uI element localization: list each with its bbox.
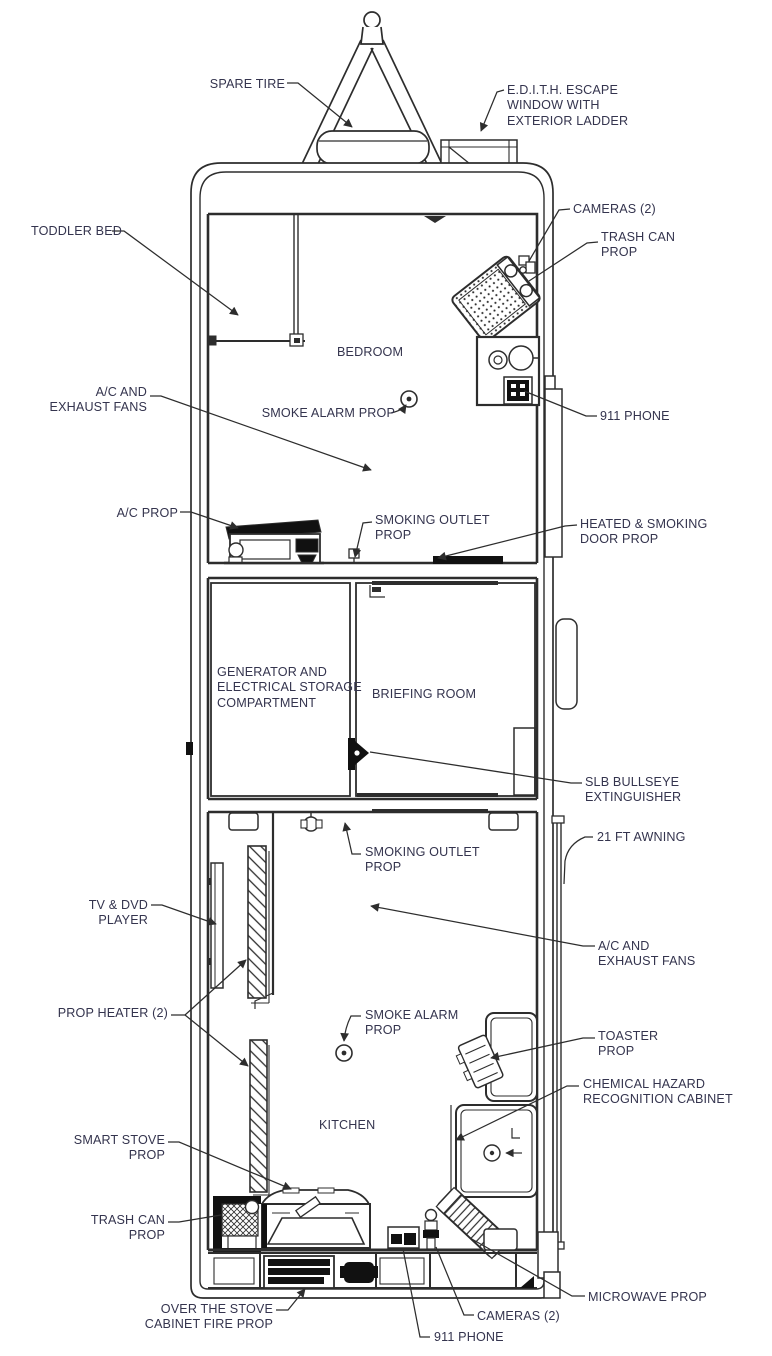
label-trash-can-kitchen: TRASH CAN PROP	[90, 1213, 165, 1243]
leader-chemical-cabinet	[455, 1085, 579, 1141]
label-toaster: TOASTER PROP	[598, 1029, 659, 1059]
leader-cameras-top	[528, 208, 571, 262]
chemical-cabinet-shape	[450, 1104, 538, 1198]
briefing-room-details	[357, 581, 536, 797]
leader-ac-exhaust-kitchen	[370, 903, 595, 947]
smoking-outlet-kitchen-shape	[300, 812, 323, 832]
left-wall-tick	[186, 742, 193, 755]
label-phone-911-kitchen: 911 PHONE	[434, 1330, 504, 1344]
toddler-bed-shape	[208, 215, 305, 347]
leader-smoking-outlet-bedroom	[352, 521, 373, 558]
label-trash-can-top: TRASH CAN PROP	[601, 230, 676, 260]
prop-heater-2-shape	[249, 1039, 270, 1196]
smart-stove-shape	[261, 1187, 371, 1249]
label-heated-smoking-door: HEATED & SMOKING DOOR PROP	[580, 517, 708, 547]
leader-slb-extinguisher	[369, 751, 582, 784]
spare-tire-shape	[316, 130, 430, 165]
label-smoke-alarm-kitchen: SMOKE ALARM PROP	[365, 1008, 459, 1038]
kitchen-partition-wall	[254, 812, 275, 1009]
kitchen-wall-notches	[228, 812, 519, 831]
slb-extinguisher-shape	[348, 738, 369, 770]
trailer-tongue	[301, 11, 443, 165]
label-generator-compartment: GENERATOR AND ELECTRICAL STORAGE COMPART…	[217, 665, 362, 710]
leader-ac-prop	[180, 511, 239, 530]
trash-can-kitchen-shape	[213, 1196, 261, 1253]
label-bedroom: BEDROOM	[337, 345, 404, 359]
leader-over-stove-fire	[276, 1288, 306, 1311]
microwave-shape	[435, 1186, 518, 1260]
cabinet-corner-brace	[520, 1276, 534, 1288]
phone-911-bedroom-shape	[475, 335, 541, 407]
over-stove-fire-prop-shape	[263, 1255, 335, 1289]
leader-toddler-bed	[112, 230, 239, 316]
camera-kitchen-shape	[423, 1208, 439, 1250]
leader-smoke-alarm-kitchen	[340, 1015, 361, 1042]
leader-phone-911-kitchen	[402, 1248, 430, 1338]
leader-cameras-kitchen	[435, 1246, 474, 1316]
label-slb-extinguisher: SLB BULLSEYE EXTINGUISHER	[585, 775, 682, 805]
label-cameras-top: CAMERAS (2)	[573, 202, 656, 216]
escape-window-shape	[440, 139, 518, 165]
cabinet-dark-item	[340, 1262, 378, 1283]
prop-heater-1-shape	[247, 845, 270, 1004]
label-over-stove-fire: OVER THE STOVE CABINET FIRE PROP	[144, 1302, 273, 1332]
label-chemical-cabinet: CHEMICAL HAZARD RECOGNITION CABINET	[583, 1077, 733, 1107]
leader-trash-can-kitchen	[168, 1214, 222, 1223]
phone-911-kitchen-shape	[387, 1226, 420, 1249]
briefing-side-door-handle	[555, 618, 578, 710]
label-awning: 21 FT AWNING	[597, 830, 686, 844]
leader-tv-dvd	[151, 904, 217, 926]
leader-smoke-alarm-bedroom	[390, 404, 407, 414]
label-ac-prop: A/C PROP	[116, 506, 178, 520]
ac-prop-unit-shape	[224, 519, 324, 565]
leader-smoking-outlet-kitchen	[342, 822, 361, 855]
label-prop-heater: PROP HEATER (2)	[57, 1006, 168, 1020]
smoke-alarm-kitchen-icon	[335, 1044, 353, 1062]
label-microwave: MICROWAVE PROP	[588, 1290, 707, 1304]
leader-prop-heater-b	[184, 1014, 249, 1067]
trash-can-prop-top-shape	[451, 255, 541, 343]
leader-microwave	[469, 1237, 585, 1297]
smoke-alarm-bedroom-icon	[400, 390, 418, 408]
side-entry-door	[544, 375, 563, 558]
mid-section-walls	[206, 576, 539, 801]
label-tv-dvd: TV & DVD PLAYER	[88, 898, 148, 928]
label-briefing-room: BRIEFING ROOM	[372, 687, 477, 701]
toaster-cabinet-shape	[455, 1012, 538, 1102]
leader-phone-911-bedroom	[523, 390, 597, 417]
label-spare-tire: SPARE TIRE	[209, 77, 285, 91]
leader-spare-tire	[287, 82, 353, 128]
label-smoke-alarm-bedroom: SMOKE ALARM PROP	[261, 406, 395, 420]
leader-edith-window	[479, 89, 505, 132]
label-phone-911-bedroom: 911 PHONE	[600, 409, 670, 423]
heated-smoking-door-shape	[433, 556, 503, 564]
label-cameras-kitchen: CAMERAS (2)	[477, 1309, 560, 1323]
label-ac-exhaust-kitchen: A/C AND EXHAUST FANS	[598, 939, 696, 969]
camera-top-shape	[518, 255, 536, 274]
leader-toaster	[490, 1037, 595, 1061]
label-toddler-bed: TODDLER BED	[31, 224, 122, 238]
label-smoking-outlet-bedroom: SMOKING OUTLET PROP	[375, 513, 490, 543]
label-kitchen: KITCHEN	[319, 1118, 376, 1132]
leader-awning	[563, 836, 593, 885]
leader-ac-exhaust-bedroom	[150, 395, 372, 472]
label-edith-window: E.D.I.T.H. ESCAPE WINDOW WITH EXTERIOR L…	[507, 83, 629, 128]
label-smoking-outlet-kitchen: SMOKING OUTLET PROP	[365, 845, 480, 875]
bedroom-door-mark	[424, 216, 446, 223]
leader-heated-smoking-door	[437, 524, 578, 561]
label-smart-stove: SMART STOVE PROP	[73, 1133, 165, 1163]
leader-trash-can-top	[528, 241, 599, 282]
leader-smart-stove	[168, 1141, 292, 1190]
leader-lines	[112, 82, 599, 1338]
generator-room	[210, 582, 351, 797]
label-ac-exhaust-bedroom: A/C AND EXHAUST FANS	[49, 385, 147, 415]
